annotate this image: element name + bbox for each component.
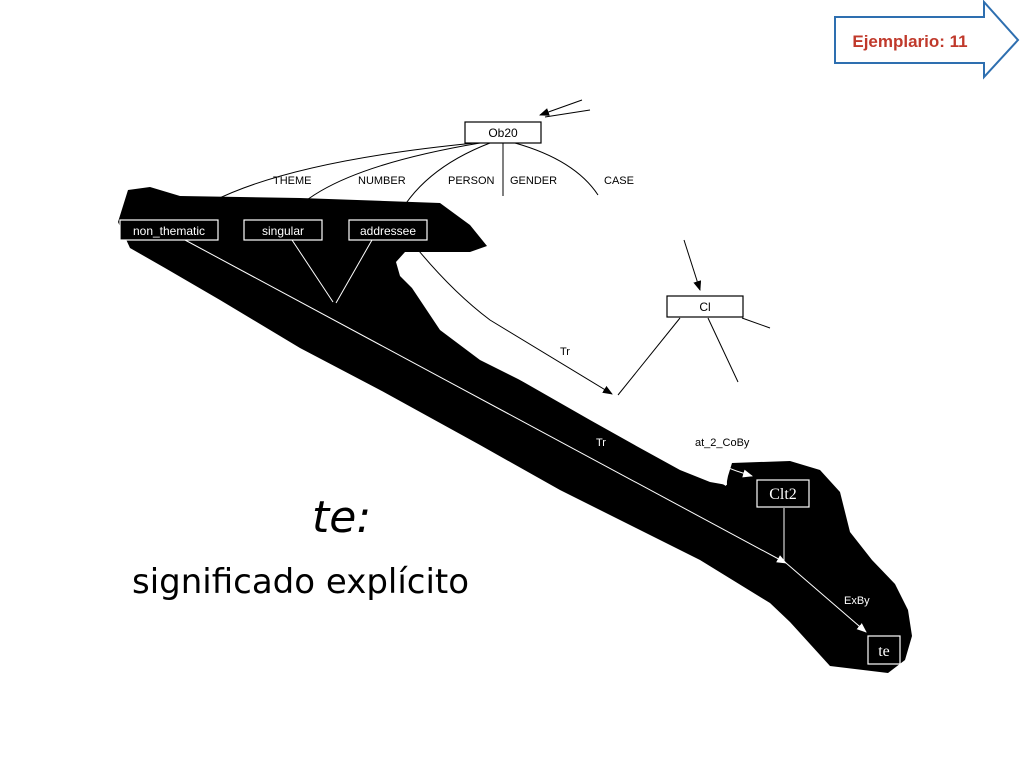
node-singular-label: singular	[262, 224, 304, 238]
node-clt2-label: Clt2	[769, 486, 797, 503]
edge-number	[284, 142, 481, 223]
node-addressee: addressee	[348, 219, 428, 241]
edge-addressee-merge	[335, 239, 373, 304]
edge-label-at2coby: at_2_CoBy	[695, 437, 750, 449]
node-cl: Cl	[666, 295, 744, 318]
edge-cl-down	[707, 317, 739, 383]
feature-label-case: CASE	[604, 175, 634, 187]
cl-incoming-edge	[683, 239, 702, 291]
edge-case	[514, 142, 599, 196]
next-example-button[interactable]: Ejemplario: 11	[834, 0, 1020, 80]
feature-label-gender: GENDER	[510, 175, 557, 187]
edge-singular-merge	[291, 239, 334, 303]
node-te: te	[867, 635, 901, 665]
caption-title: te:	[312, 492, 371, 543]
node-clt2: Clt2	[756, 479, 810, 508]
edge-theme	[179, 142, 476, 223]
node-non-thematic-label: non_thematic	[133, 224, 205, 238]
node-ob20-label: Ob20	[488, 126, 518, 140]
next-example-label: Ejemplario: 11	[852, 32, 967, 51]
edge-cl-tr	[617, 317, 681, 396]
edge-person	[394, 142, 491, 223]
arrow-right-icon	[834, 0, 1020, 80]
node-singular: singular	[243, 219, 323, 241]
node-cl-label: Cl	[699, 300, 710, 314]
incoming-edge-1	[539, 99, 583, 116]
highlight-blob	[118, 187, 912, 673]
node-te-label: te	[878, 643, 890, 660]
edge-label-exby: ExBy	[844, 595, 870, 607]
feature-label-theme: THEME	[273, 175, 312, 187]
caption-subtitle: significado explícito	[132, 562, 469, 602]
incoming-edge-2	[544, 109, 591, 118]
edge-cl-right	[741, 317, 771, 329]
node-ob20: Ob20	[464, 121, 542, 144]
edge-label-tr-lower: Tr	[596, 437, 606, 449]
highlight-channel	[400, 253, 727, 485]
node-addressee-label: addressee	[360, 224, 416, 238]
edge-tr-lower	[184, 239, 787, 564]
feature-label-person: PERSON	[448, 175, 495, 187]
edge-tr-upper	[409, 239, 613, 395]
feature-label-number: NUMBER	[358, 175, 406, 187]
edge-exby	[785, 562, 867, 633]
edge-label-tr-upper: Tr	[560, 346, 570, 358]
edge-at2coby	[611, 397, 753, 478]
node-non-thematic: non_thematic	[119, 219, 219, 241]
